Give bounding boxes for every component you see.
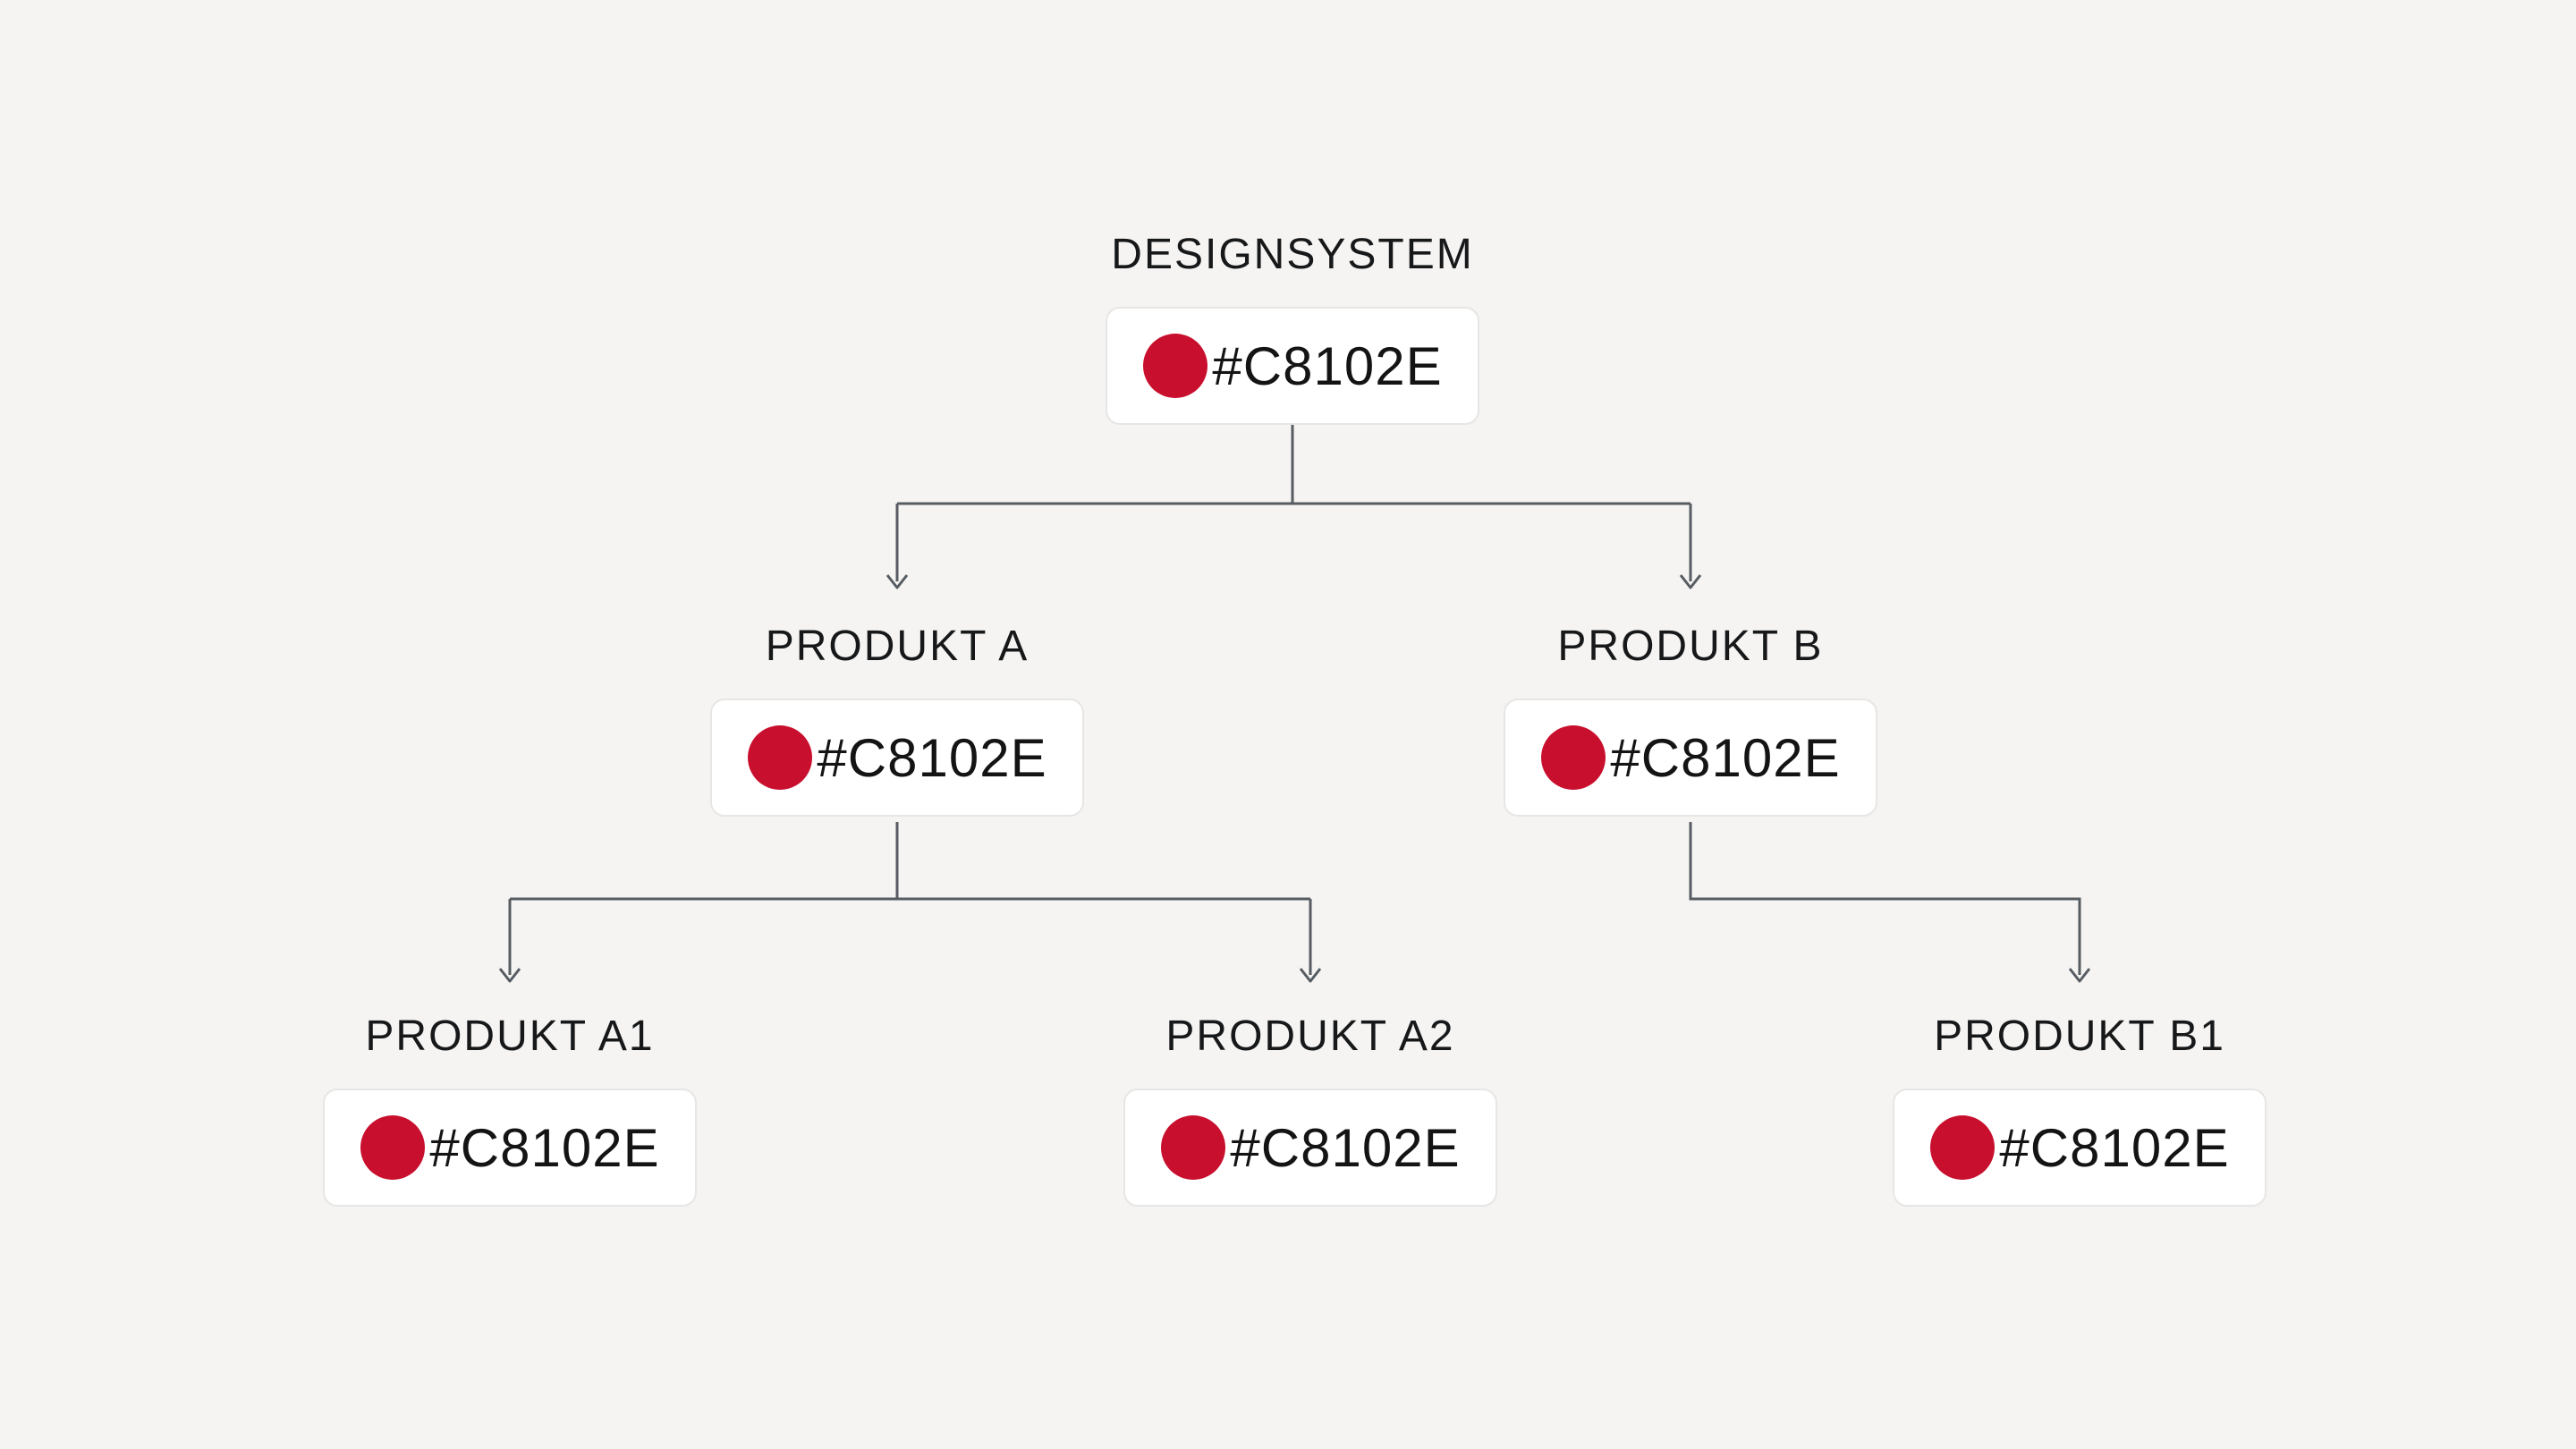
hex-value: #C8102E <box>1610 727 1841 788</box>
color-card: #C8102E <box>323 1089 697 1207</box>
edge-b-to-b1 <box>1689 822 2081 975</box>
color-swatch-icon <box>1930 1115 1995 1180</box>
node-label: PRODUKT B1 <box>1934 1013 2225 1060</box>
node-label: PRODUKT B <box>1557 623 1824 670</box>
color-swatch-icon <box>1161 1115 1225 1180</box>
node-produkt-b1: PRODUKT B1 #C8102E <box>1893 1010 2267 1207</box>
color-swatch-icon <box>1143 334 1208 398</box>
color-card: #C8102E <box>1504 699 1877 817</box>
edge-a-to-a1-a2 <box>508 822 1312 975</box>
hex-value: #C8102E <box>1212 335 1443 396</box>
arrow-down-icon <box>1299 968 1322 983</box>
node-label: DESIGNSYSTEM <box>1111 231 1474 278</box>
node-produkt-a1: PRODUKT A1 #C8102E <box>323 1010 697 1207</box>
color-card: #C8102E <box>1123 1089 1497 1207</box>
node-produkt-a: PRODUKT A #C8102E <box>710 620 1084 817</box>
edge-root-to-a-b <box>895 424 1692 581</box>
hex-value: #C8102E <box>817 727 1047 788</box>
color-card: #C8102E <box>1893 1089 2267 1207</box>
node-label: PRODUKT A2 <box>1165 1013 1455 1060</box>
color-swatch-icon <box>360 1115 425 1180</box>
node-designsystem: DESIGNSYSTEM #C8102E <box>1106 228 1479 425</box>
hex-value: #C8102E <box>1999 1117 2230 1178</box>
color-swatch-icon <box>748 725 812 790</box>
color-card: #C8102E <box>1106 307 1479 425</box>
hex-value: #C8102E <box>429 1117 660 1178</box>
node-produkt-a2: PRODUKT A2 #C8102E <box>1123 1010 1497 1207</box>
node-produkt-b: PRODUKT B #C8102E <box>1504 620 1877 817</box>
hex-value: #C8102E <box>1230 1117 1461 1178</box>
arrow-down-icon <box>1679 574 1702 589</box>
color-card: #C8102E <box>710 699 1084 817</box>
color-swatch-icon <box>1541 725 1606 790</box>
node-label: PRODUKT A <box>765 623 1030 670</box>
arrow-down-icon <box>886 574 909 589</box>
arrow-down-icon <box>2068 968 2091 983</box>
node-label: PRODUKT A1 <box>365 1013 655 1060</box>
arrow-down-icon <box>498 968 521 983</box>
